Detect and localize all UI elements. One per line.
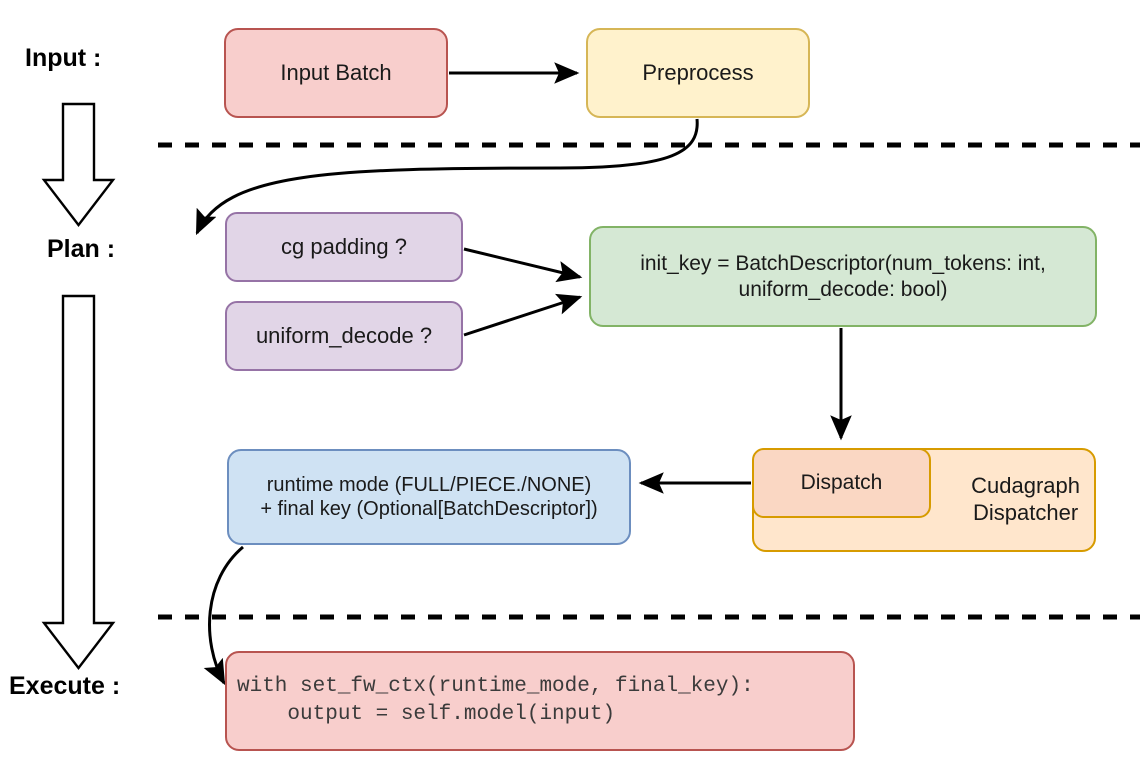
edge-preprocess-to-cg-padding [195,118,699,236]
node-runtime-mode[interactable]: runtime mode (FULL/PIECE./NONE) + final … [227,449,631,545]
node-execute-code-text: with set_fw_ctx(runtime_mode, final_key)… [237,674,754,726]
stage-block-arrow-plan-to-execute [41,294,116,670]
stage-label-execute: Execute : [9,672,121,700]
stage-block-arrow-input-to-plan [41,102,116,227]
node-dispatch-label: Dispatch [800,471,883,495]
node-execute-code[interactable]: with set_fw_ctx(runtime_mode, final_key)… [225,651,855,751]
edge-cg-padding-to-init-key [463,247,583,283]
node-cudagraph-dispatcher-label: Cudagraph Dispatcher [971,473,1080,525]
node-dispatch[interactable]: Dispatch [752,448,931,518]
stage-label-plan: Plan : [47,235,116,263]
node-init-key[interactable]: init_key = BatchDescriptor(num_tokens: i… [589,226,1097,327]
edge-uniform-decode-to-init-key [463,293,583,337]
node-init-key-label: init_key = BatchDescriptor(num_tokens: i… [640,251,1046,301]
node-runtime-mode-label: runtime mode (FULL/PIECE./NONE) + final … [260,473,598,520]
node-input-batch[interactable]: Input Batch [224,28,448,118]
edge-runtime-mode-to-execute-code [203,545,244,686]
stage-label-input: Input : [25,44,102,72]
node-uniform-decode[interactable]: uniform_decode ? [225,301,463,371]
node-cg-padding-label: cg padding ? [281,233,407,259]
node-preprocess[interactable]: Preprocess [586,28,810,118]
node-input-batch-label: Input Batch [280,59,392,85]
node-uniform-decode-label: uniform_decode ? [255,322,433,348]
node-preprocess-label: Preprocess [642,59,754,85]
node-cg-padding[interactable]: cg padding ? [225,212,463,282]
